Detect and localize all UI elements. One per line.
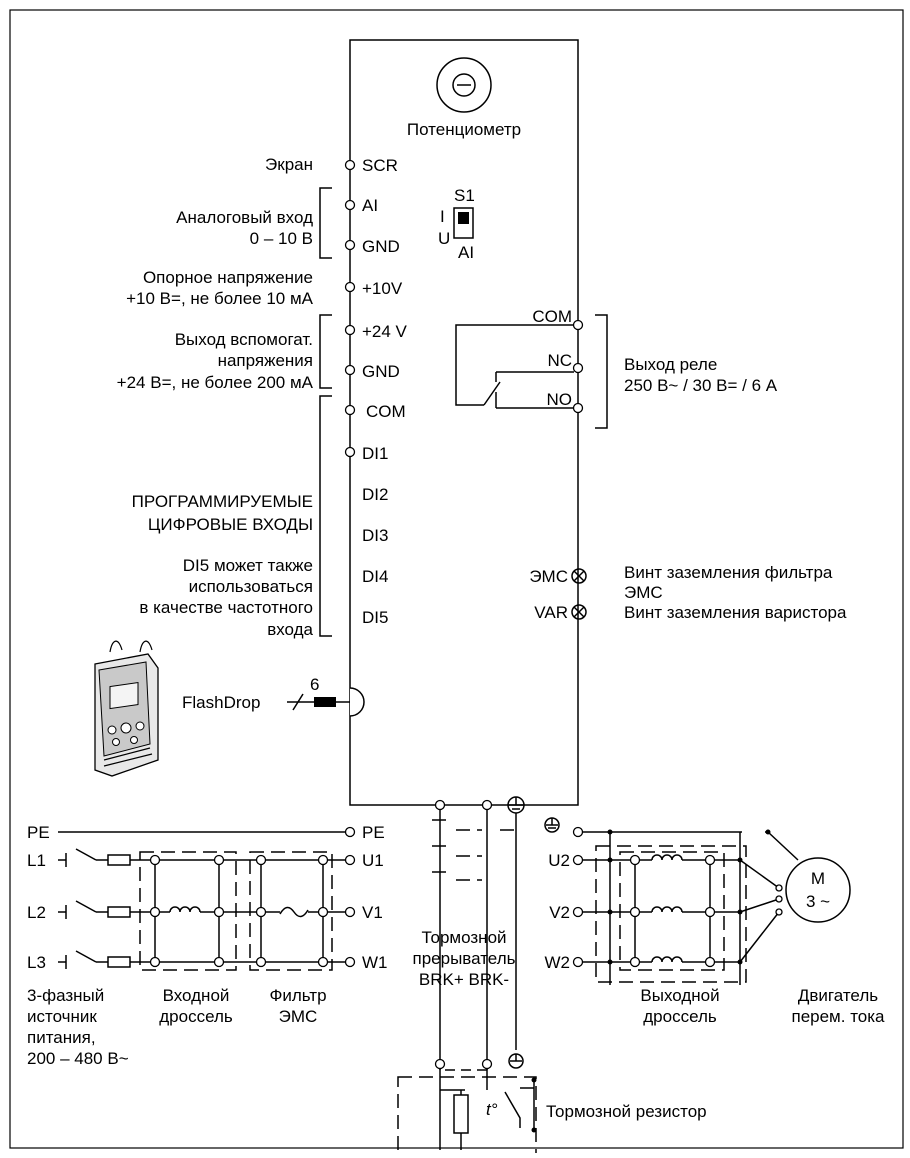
control-panel-icon	[94, 640, 159, 777]
terminal-u2: U2	[548, 851, 570, 870]
terminal-di3: DI3	[362, 526, 388, 545]
output-choke-label: Выходной	[640, 986, 719, 1005]
potentiometer-icon	[436, 57, 492, 113]
switch-ai-label: AI	[458, 243, 474, 262]
relay-nc: NC	[547, 351, 572, 370]
relay-com: COM	[532, 307, 572, 326]
var-screw-label: Винт заземления варистора	[624, 603, 847, 622]
emc-screw-label: Винт заземления фильтра	[624, 563, 833, 582]
ground-icon	[544, 817, 560, 833]
diagram-frame	[9, 9, 904, 1149]
terminal-w1: W1	[362, 953, 388, 972]
brake-chopper-label: Тормозной	[421, 928, 506, 947]
di5-note-4: входа	[267, 620, 313, 639]
potentiometer-label: Потенциометр	[407, 120, 521, 139]
terminal-w2: W2	[545, 953, 571, 972]
digital-inputs-bracket	[319, 395, 332, 637]
terminal-com: COM	[366, 402, 406, 421]
terminal-di4: DI4	[362, 567, 388, 586]
terminal-ai: AI	[362, 196, 378, 215]
supply-source-4: 200 – 480 В~	[27, 1049, 129, 1068]
emc-screw-label-2: ЭМС	[624, 583, 663, 602]
switch-s1-icon	[453, 207, 474, 239]
analog-input-bracket	[319, 187, 332, 259]
flashdrop-wire-count: 6	[310, 675, 319, 694]
flashdrop-label: FlashDrop	[182, 693, 260, 712]
motor-m: M	[811, 869, 825, 888]
terminal-10v: +10V	[362, 279, 403, 298]
supply-l2: L2	[27, 903, 46, 922]
supply-source-3: питания,	[27, 1028, 96, 1047]
switch-u-label: U	[438, 229, 450, 248]
output-wiring	[544, 817, 851, 985]
aux-voltage-bracket	[319, 314, 332, 389]
drive-outline	[349, 39, 579, 806]
brake-resistor-symbol	[453, 1094, 469, 1134]
screen-label: Экран	[265, 155, 313, 174]
thermal-label: t°	[486, 1100, 498, 1119]
var-screw-terminal: VAR	[534, 603, 568, 622]
digital-inputs-label: ПРОГРАММИРУЕМЫЕ	[132, 492, 313, 511]
terminal-di5: DI5	[362, 608, 388, 627]
supply-wiring	[58, 826, 356, 971]
relay-contacts	[455, 319, 584, 414]
input-choke-label: Входной	[163, 986, 230, 1005]
emc-screw-terminal: ЭМС	[529, 567, 568, 586]
motor-label: Двигатель	[798, 986, 878, 1005]
var-screw-icon	[571, 604, 587, 620]
digital-inputs-label-2: ЦИФРОВЫЕ ВХОДЫ	[148, 515, 313, 534]
motor-label-2: перем. тока	[791, 1007, 885, 1026]
resistor-ground-icon	[508, 1053, 524, 1069]
relay-output-label: Выход реле	[624, 355, 717, 374]
terminal-scr: SCR	[362, 156, 398, 175]
supply-l1: L1	[27, 851, 46, 870]
thermal-switch-symbol	[504, 1091, 521, 1128]
terminal-pe: PE	[362, 823, 385, 842]
brake-terminals-label: BRK+ BRK-	[419, 970, 509, 989]
switch-i-label: I	[440, 207, 445, 226]
supply-source-1: 3-фазный	[27, 986, 104, 1005]
emc-filter-label: Фильтр	[269, 986, 326, 1005]
relay-no: NO	[547, 390, 573, 409]
di5-note-3: в качестве частотного	[139, 598, 313, 617]
analog-input-label: Аналоговый вход	[176, 208, 313, 227]
analog-input-range: 0 – 10 В	[250, 229, 313, 248]
relay-bracket	[595, 314, 608, 429]
terminal-gnd-1: GND	[362, 237, 400, 256]
motor-phase: 3 ~	[806, 892, 830, 911]
relay-output-rating: 250 В~ / 30 В= / 6 А	[624, 376, 778, 395]
di5-note-2: использоваться	[189, 577, 313, 596]
input-choke-label-2: дроссель	[159, 1007, 233, 1026]
brake-chopper-label-2: прерыватель	[413, 949, 516, 968]
aux-voltage-label-2: напряжения	[218, 351, 313, 370]
terminal-gnd-2: GND	[362, 362, 400, 381]
supply-pe: PE	[27, 823, 50, 842]
terminal-v1: V1	[362, 903, 383, 922]
output-choke-label-2: дроссель	[643, 1007, 717, 1026]
brake-ground-icon	[507, 796, 525, 814]
brake-resistor-label: Тормозной резистор	[546, 1102, 707, 1121]
aux-voltage-rating: +24 В=, не более 200 мА	[117, 373, 314, 392]
terminal-24v: +24 V	[362, 322, 408, 341]
aux-voltage-label: Выход вспомогат.	[175, 330, 313, 349]
reference-voltage-label: Опорное напряжение	[143, 268, 313, 287]
flashdrop-connector	[287, 687, 365, 717]
brake-wiring	[397, 796, 537, 1155]
supply-source-2: источник	[27, 1007, 97, 1026]
reference-voltage-rating: +10 В=, не более 10 мА	[126, 289, 314, 308]
terminal-u1: U1	[362, 851, 384, 870]
terminal-v2: V2	[549, 903, 570, 922]
di5-note-1: DI5 может также	[183, 556, 313, 575]
supply-l3: L3	[27, 953, 46, 972]
emc-screw-icon	[571, 568, 587, 584]
terminal-di2: DI2	[362, 485, 388, 504]
terminal-di1: DI1	[362, 444, 388, 463]
control-terminals	[344, 159, 356, 458]
switch-s1-label: S1	[454, 186, 475, 205]
emc-filter-label-2: ЭМС	[279, 1007, 318, 1026]
